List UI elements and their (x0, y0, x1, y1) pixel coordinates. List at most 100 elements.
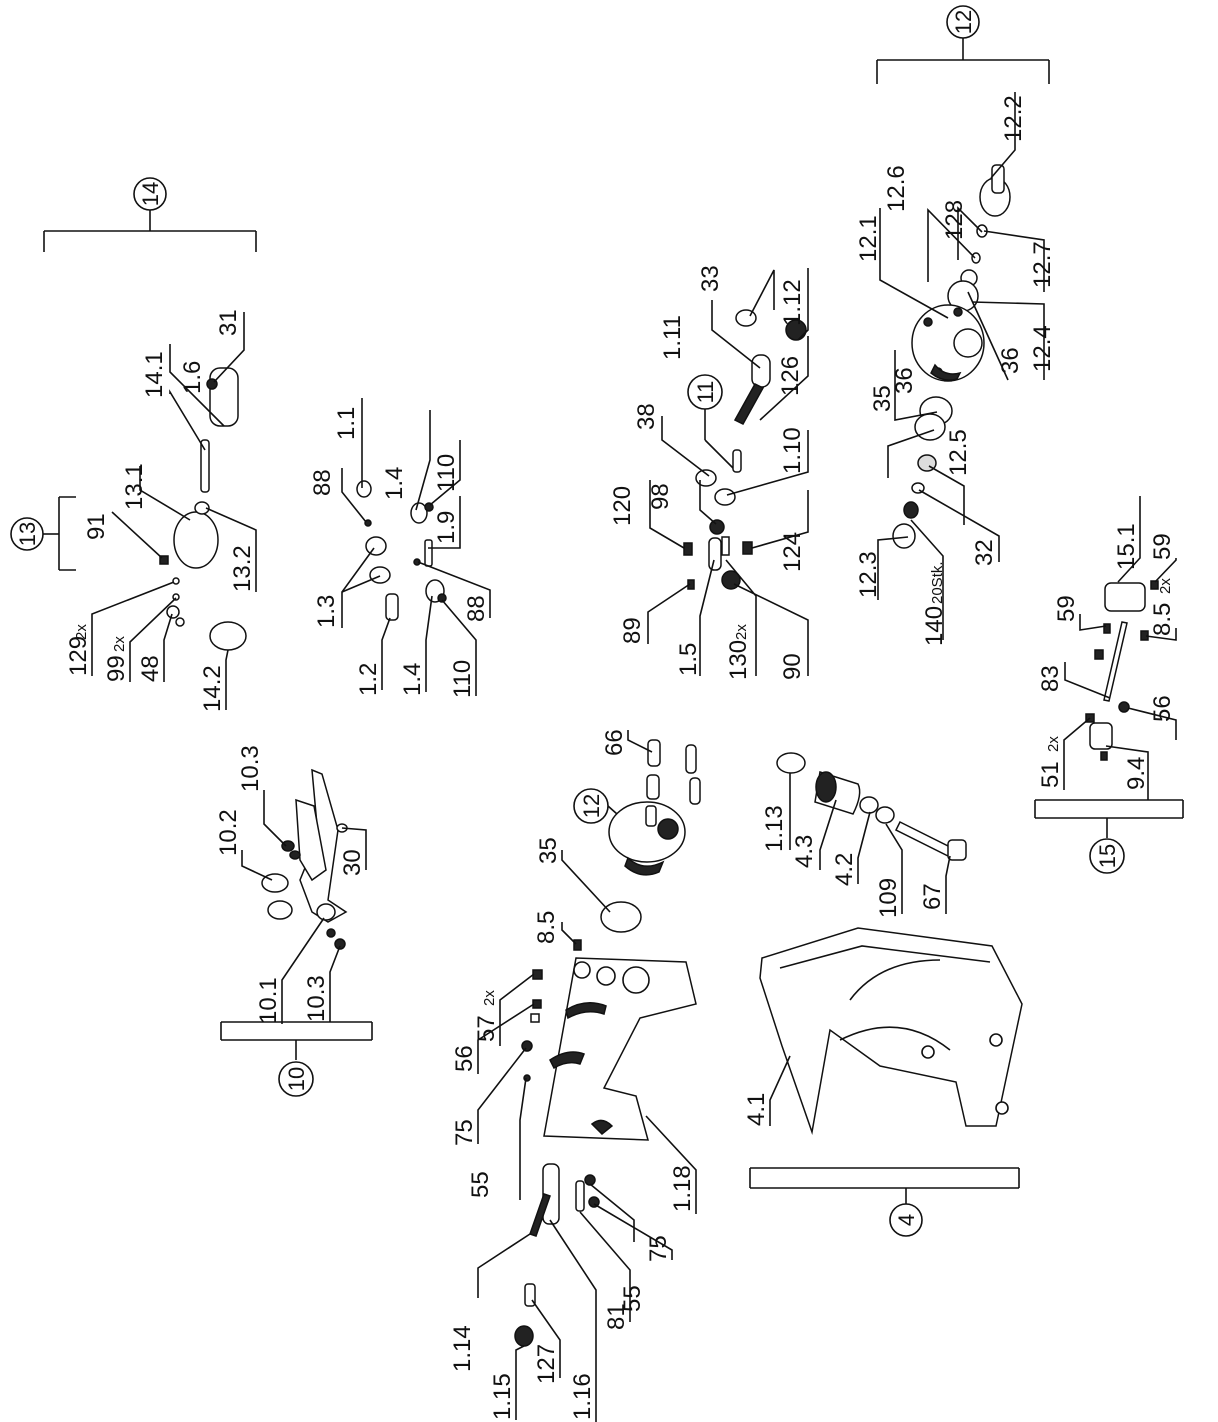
assembly-12-top-bracket: 12 (876, 5, 1050, 84)
label-129: 129 (65, 636, 92, 676)
label-12-4: 12.4 (1029, 325, 1056, 372)
label-1-4-top: 1.4 (381, 467, 408, 500)
assembly-15-parts (1085, 580, 1159, 761)
label-12-2: 12.2 (1000, 95, 1027, 142)
assembly-1-14-parts (514, 1163, 600, 1347)
label-51: 51 (1037, 761, 1064, 788)
assembly-12-top-parts (892, 164, 1011, 549)
label-14-2: 14.2 (199, 665, 226, 712)
label-1-2: 1.2 (355, 663, 382, 696)
label-1-11: 1.11 (659, 315, 686, 360)
label-1-3: 1.3 (313, 595, 340, 628)
label-33: 33 (697, 265, 724, 292)
label-38: 38 (633, 403, 660, 430)
label-8-5-qty: 2x (1157, 578, 1174, 594)
label-8-5-right: 8.5 (1149, 603, 1176, 636)
label-88-bottom: 88 (463, 595, 490, 622)
assembly-callout-4: 4 (894, 1214, 919, 1226)
assembly-14-bracket: 14 (43, 177, 257, 252)
label-1-9: 1.9 (433, 511, 460, 544)
label-66: 66 (601, 729, 628, 756)
label-1-10: 1.10 (779, 427, 806, 474)
label-15-1: 15.1 (1113, 523, 1140, 570)
label-13-2: 13.2 (229, 545, 256, 592)
assembly-callout-12-top: 12 (951, 10, 976, 34)
label-140: 140 (921, 606, 948, 646)
label-55-bottom: 55 (619, 1285, 646, 1312)
assembly-1-18-housing (521, 939, 697, 1141)
label-35-top: 35 (869, 385, 896, 412)
assembly-10-parts (261, 768, 348, 950)
label-91: 91 (83, 513, 110, 540)
label-10-2: 10.2 (215, 809, 242, 856)
assembly-12-middle-callout: 12 (573, 788, 627, 824)
label-12-7: 12.7 (1029, 241, 1056, 288)
label-110-top: 110 (433, 454, 460, 492)
label-59-top: 59 (1149, 533, 1176, 560)
label-1-15: 1.15 (489, 1373, 516, 1420)
label-8-5-middle: 8.5 (533, 911, 560, 944)
assembly-1-small-parts (356, 480, 447, 621)
label-51-qty: 2x (1045, 736, 1062, 752)
assembly-11-callout: 11 (687, 374, 734, 469)
label-14-1: 14.1 (141, 351, 168, 398)
label-1-1: 1.1 (333, 407, 360, 440)
label-35-middle: 35 (535, 837, 562, 864)
part-labels: 12.2 12.6 128 12.1 12.7 36 12.4 36 35 12… (65, 95, 1176, 1420)
assembly-15-bracket: 15 (1034, 799, 1184, 874)
label-140-qty: 20Stk. (929, 561, 946, 604)
label-56-right: 56 (1149, 695, 1176, 722)
label-127: 127 (533, 1344, 560, 1384)
label-99-qty: 2x (111, 636, 128, 652)
label-55-middle: 55 (467, 1171, 494, 1198)
label-4-1: 4.1 (743, 1093, 770, 1126)
label-109: 109 (875, 878, 902, 918)
label-32: 32 (971, 539, 998, 566)
assembly-12-middle-parts (600, 739, 701, 933)
label-57-qty: 2x (481, 990, 498, 1006)
label-88-top: 88 (309, 469, 336, 496)
label-12-3: 12.3 (855, 551, 882, 598)
label-130-qty: 2x (733, 624, 750, 640)
label-1-4-bottom: 1.4 (399, 663, 426, 696)
assembly-callout-10: 10 (284, 1067, 309, 1091)
label-1-5: 1.5 (675, 643, 702, 676)
assembly-13-bracket: 13 (10, 496, 76, 571)
label-10-3-top: 10.3 (237, 745, 264, 792)
label-83: 83 (1037, 665, 1064, 692)
label-1-18: 1.18 (669, 1165, 696, 1212)
assembly-10-bracket: 10 (220, 1021, 373, 1097)
label-12-5: 12.5 (945, 429, 972, 476)
assembly-callout-13: 13 (15, 522, 40, 546)
label-31: 31 (215, 309, 242, 336)
label-13-1: 13.1 (121, 463, 148, 510)
label-128: 128 (941, 200, 968, 240)
label-36-top-left: 36 (891, 367, 918, 394)
label-99: 99 (103, 655, 130, 682)
label-56-middle: 56 (451, 1045, 478, 1072)
label-110-bottom: 110 (449, 660, 476, 698)
label-1-14: 1.14 (449, 1325, 476, 1372)
assembly-callout-14: 14 (138, 182, 163, 206)
label-1-13: 1.13 (761, 805, 788, 852)
assembly-callout-11: 11 (693, 381, 718, 404)
label-126: 126 (777, 356, 804, 396)
label-59-left: 59 (1053, 595, 1080, 622)
label-81: 81 (603, 1303, 630, 1330)
assembly-4-bracket: 4 (749, 1167, 1020, 1237)
label-10-1: 10.1 (255, 977, 282, 1024)
label-10-3-bottom: 10.3 (303, 975, 330, 1022)
label-9-4: 9.4 (1123, 757, 1150, 790)
label-1-12: 1.12 (779, 279, 806, 326)
assembly-callout-15: 15 (1095, 844, 1120, 868)
label-57: 57 (473, 1015, 500, 1042)
label-89: 89 (619, 617, 646, 644)
label-48: 48 (137, 655, 164, 682)
label-90: 90 (779, 653, 806, 680)
label-124: 124 (779, 532, 806, 572)
label-75-bottom: 75 (645, 1235, 672, 1262)
label-36-top-right: 36 (997, 347, 1024, 374)
label-4-2: 4.2 (831, 853, 858, 886)
label-67: 67 (919, 883, 946, 910)
